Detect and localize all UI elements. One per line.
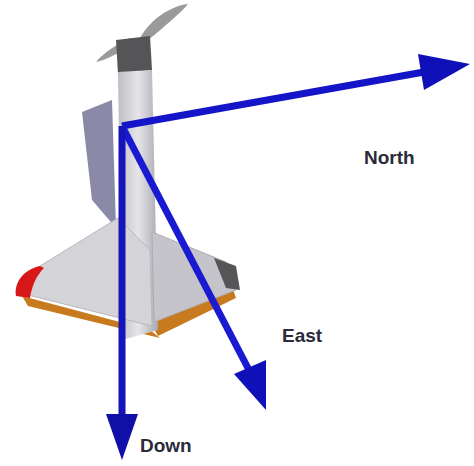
red-tip xyxy=(16,266,44,298)
arrowhead xyxy=(106,414,138,460)
arrowhead xyxy=(418,54,470,90)
north-axis xyxy=(122,72,424,126)
axis-label: East xyxy=(282,326,322,347)
propeller-hub xyxy=(116,36,152,74)
axis-label: Down xyxy=(140,436,192,457)
arrowhead xyxy=(234,360,266,410)
wing-tip xyxy=(214,258,240,290)
axis-label: North xyxy=(364,148,415,169)
down-axis xyxy=(119,126,126,420)
tail-fin xyxy=(82,100,116,228)
axes xyxy=(106,54,470,460)
east-axis xyxy=(122,126,250,372)
left-wing xyxy=(24,218,152,326)
propeller-blade xyxy=(140,4,188,42)
